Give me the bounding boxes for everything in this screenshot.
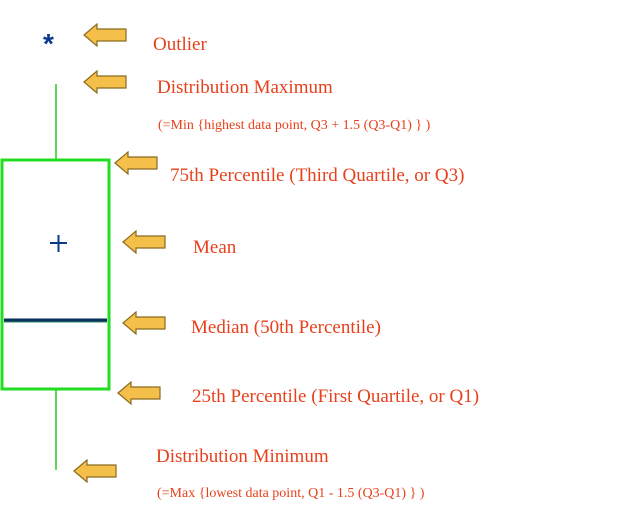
maximum-label: Distribution Maximum bbox=[157, 77, 333, 98]
interquartile-box bbox=[0, 158, 111, 391]
outlier-arrow-icon bbox=[83, 23, 127, 47]
minimum-formula: (=Max {lowest data point, Q1 - 1.5 (Q3-Q… bbox=[157, 486, 425, 501]
q1-arrow-icon bbox=[117, 381, 161, 405]
maximum-formula: (=Min {highest data point, Q3 + 1.5 (Q3-… bbox=[158, 118, 431, 133]
outlier-label: Outlier bbox=[153, 34, 207, 55]
q3-arrow-icon bbox=[114, 151, 158, 175]
median-label: Median (50th Percentile) bbox=[191, 317, 381, 338]
outlier-marker: * bbox=[43, 28, 54, 59]
median-arrow-icon bbox=[122, 311, 166, 335]
maximum-arrow-icon bbox=[83, 70, 127, 94]
q3-label: 75th Percentile (Third Quartile, or Q3) bbox=[170, 165, 465, 186]
minimum-arrow-icon bbox=[73, 459, 117, 483]
mean-label: Mean bbox=[193, 237, 237, 258]
mean-arrow-icon bbox=[122, 230, 166, 254]
q1-label: 25th Percentile (First Quartile, or Q1) bbox=[192, 386, 480, 407]
minimum-label: Distribution Minimum bbox=[156, 446, 329, 467]
mean-marker bbox=[50, 235, 67, 252]
